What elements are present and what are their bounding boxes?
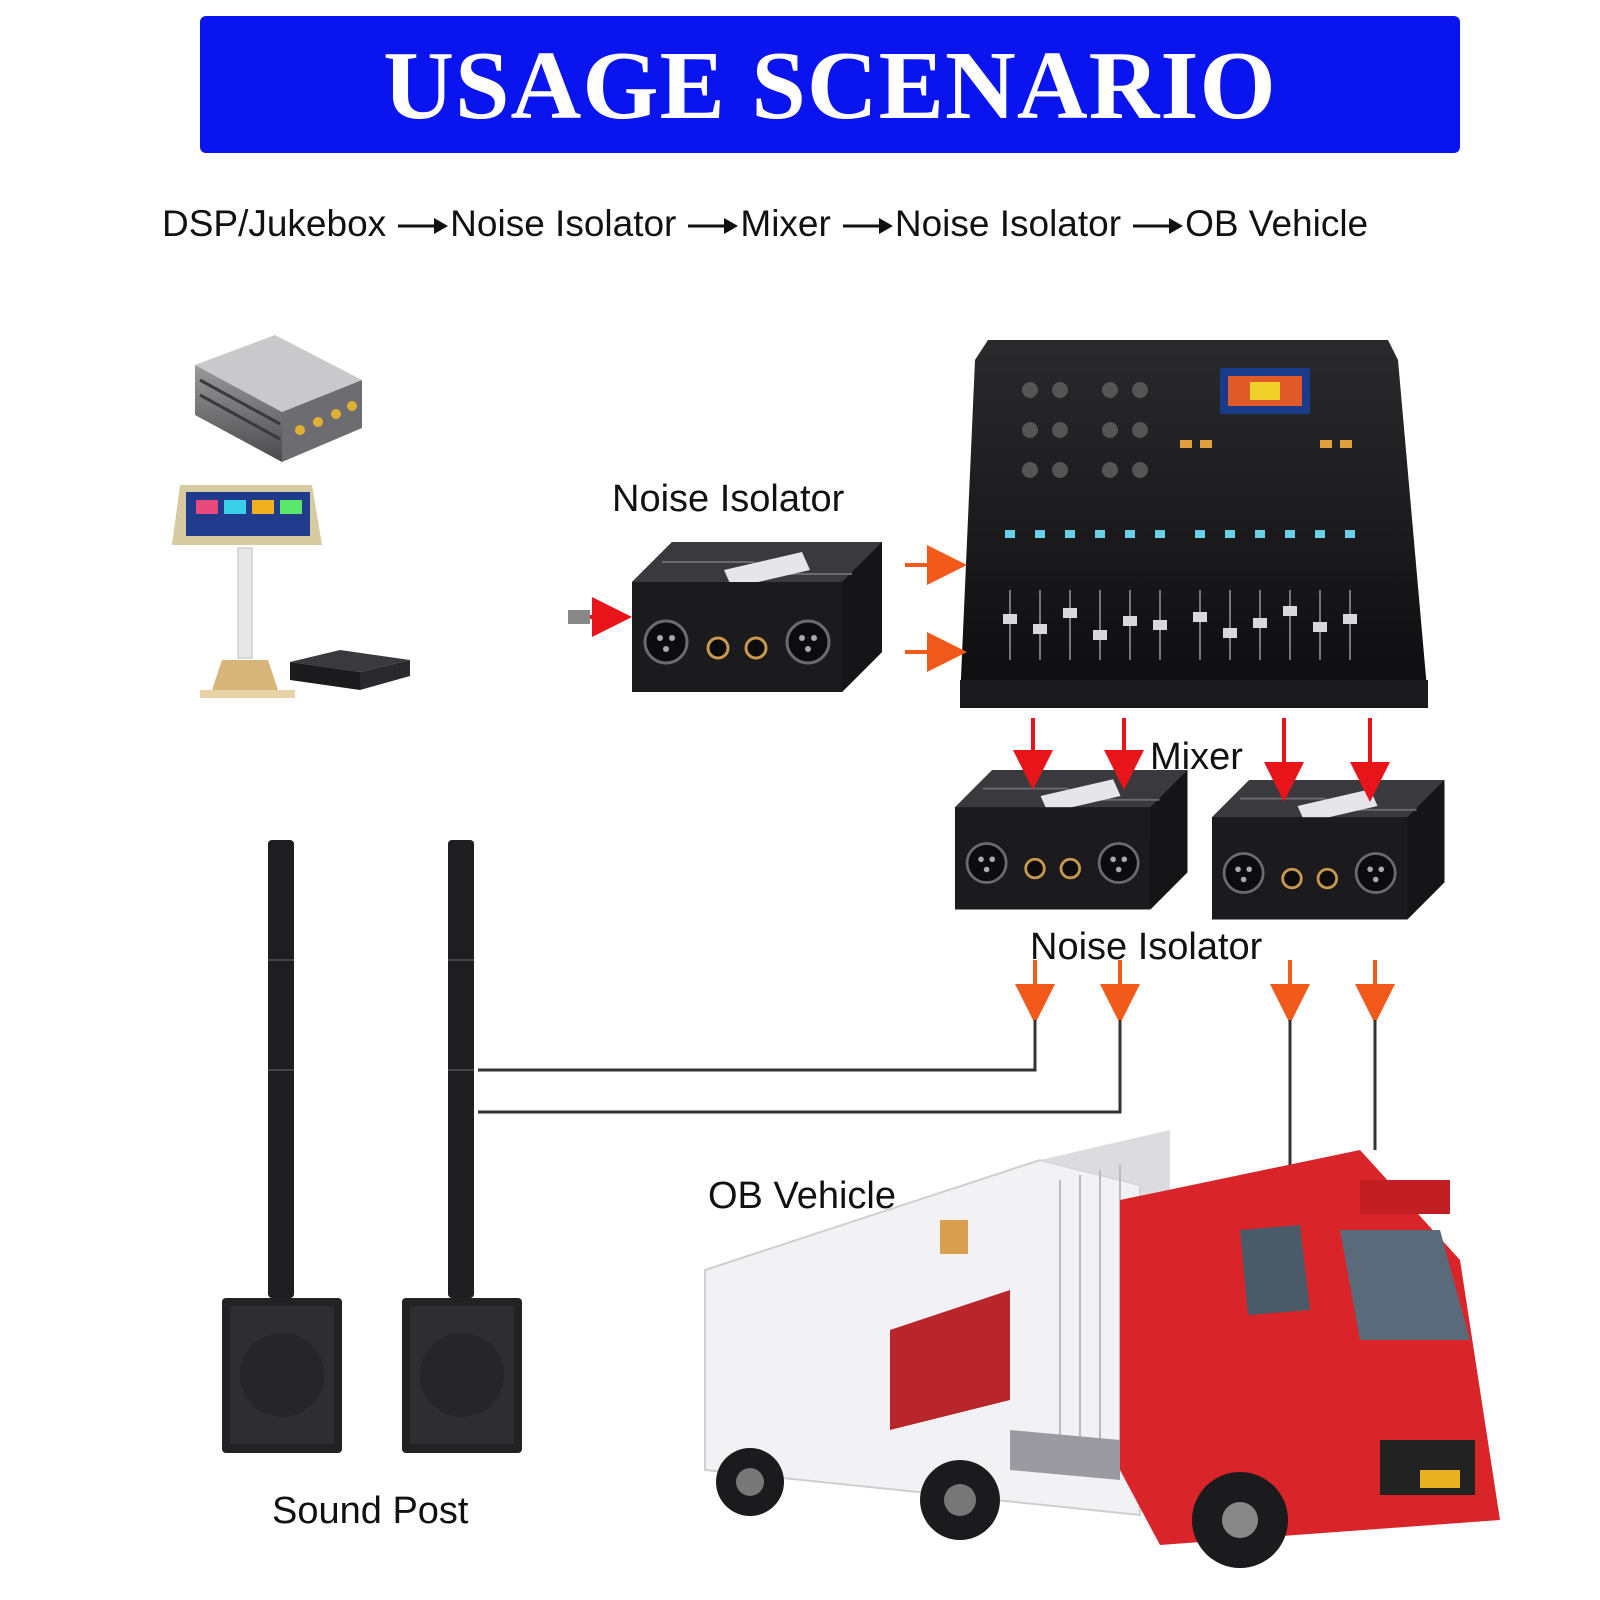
input-cable: [568, 597, 632, 637]
label-noise-isolator-top: Noise Isolator: [612, 478, 845, 520]
label-ob-vehicle: OB Vehicle: [708, 1175, 896, 1217]
noise-isolator-top-image: [630, 540, 884, 694]
mixer-console-image: [960, 340, 1428, 708]
sound-post-left-image: [222, 840, 342, 1453]
noise-isolator-bottom-left-image: [953, 768, 1189, 911]
jukebox-stand-image: [172, 485, 322, 698]
flow-arrow-icon: [841, 215, 893, 237]
flow-arrow-icon: [396, 215, 449, 237]
label-noise-isolator-bottom: Noise Isolator: [1030, 926, 1263, 968]
ob-vehicle-truck-image: [704, 1130, 1500, 1568]
flow-step-ob-vehicle: OB Vehicle: [1185, 203, 1369, 244]
connection-lines: [478, 1020, 1377, 1180]
label-mixer: Mixer: [1150, 736, 1243, 778]
sound-post-right-image: [402, 840, 522, 1453]
isolator-output-arrows: [1015, 960, 1395, 1024]
flow-arrow-icon: [1131, 215, 1184, 237]
mixer-output-arrows: [1013, 718, 1390, 802]
dsp-amplifier-image: [195, 335, 362, 462]
set-top-box-image: [290, 650, 410, 690]
title-banner: USAGE SCENARIO: [200, 16, 1460, 153]
flow-step-mixer: Mixer: [740, 203, 831, 244]
signal-flow: DSP/Jukebox Noise Isolator Mixer Noise I…: [162, 196, 1482, 252]
label-sound-post: Sound Post: [272, 1490, 469, 1532]
page-title: USAGE SCENARIO: [383, 31, 1277, 140]
flow-step-dsp-jukebox: DSP/Jukebox: [162, 203, 387, 244]
noise-isolator-bottom-right-image: [1210, 778, 1446, 921]
flow-step-noise-isolator-1: Noise Isolator: [450, 203, 677, 244]
flow-step-noise-isolator-2: Noise Isolator: [894, 203, 1122, 244]
flow-arrow-icon: [686, 215, 739, 237]
